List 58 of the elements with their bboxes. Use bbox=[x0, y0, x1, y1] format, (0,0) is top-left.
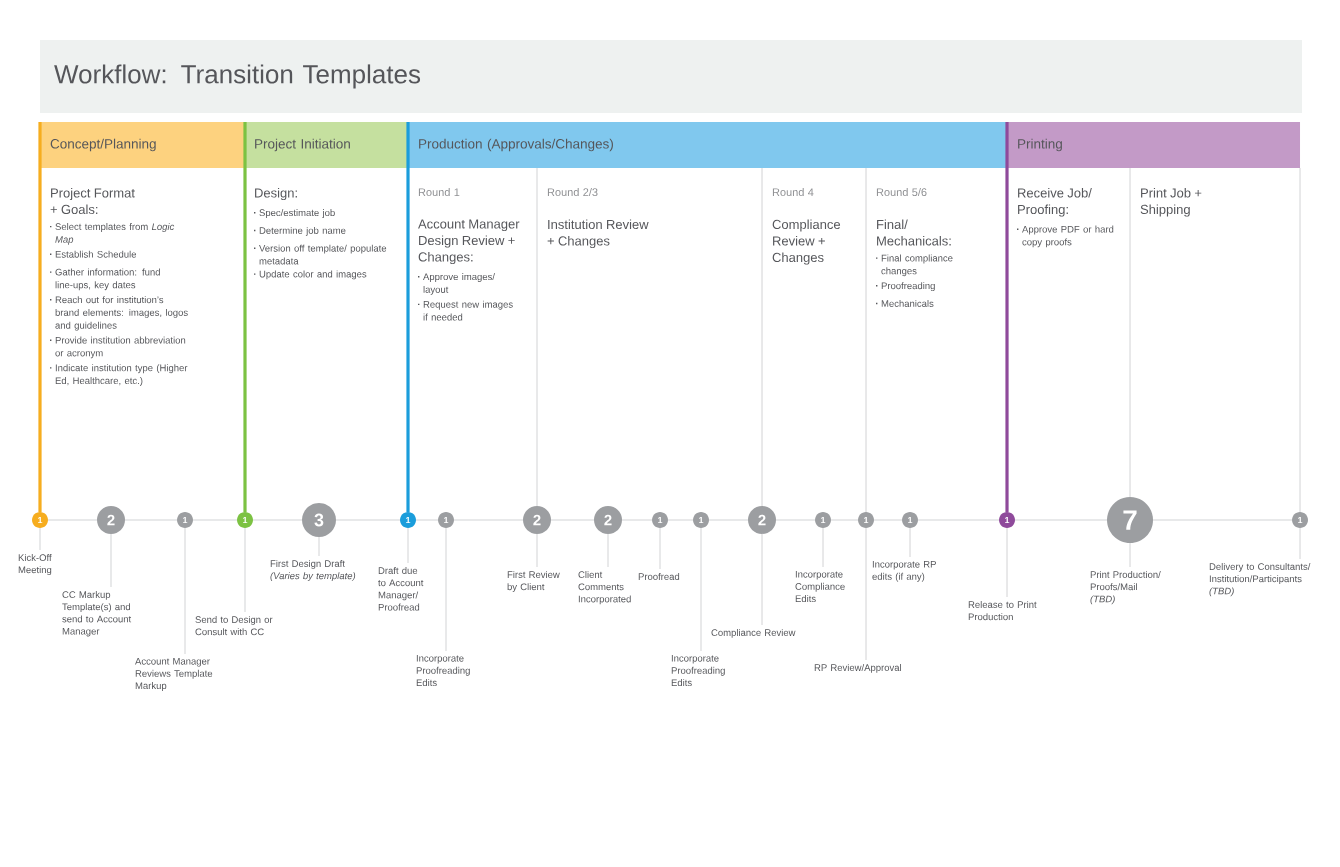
bullet-item: Select templates from Logic Map bbox=[50, 223, 175, 245]
column-heading: Final/ Mechanicals: bbox=[877, 219, 951, 246]
bullet-item: Update color and images bbox=[254, 270, 367, 280]
phase-line bbox=[38, 122, 42, 512]
milestone-caption: Draft due to Account Manager/ Proofread bbox=[378, 567, 424, 611]
milestone-caption: Release to Print Production bbox=[968, 601, 1037, 621]
phase-line bbox=[406, 122, 410, 512]
milestone-caption: Incorporate Compliance Edits bbox=[795, 571, 845, 603]
bullet-item: Provide institution abbreviation or acronym bbox=[50, 336, 186, 359]
column-heading: Project Format + Goals: bbox=[50, 188, 135, 215]
column-heading: Compliance Review + Changes bbox=[772, 219, 841, 265]
round-label: Round 1 bbox=[418, 188, 460, 197]
milestone-caption: RP Review/Approval bbox=[814, 664, 901, 673]
milestone-caption: First Review by Client bbox=[507, 571, 560, 593]
caption-note: (TBD) bbox=[1090, 595, 1115, 605]
bullet-item: Establish Schedule bbox=[50, 250, 137, 258]
round-label: Round 2/3 bbox=[547, 188, 598, 197]
milestone-caption: Proofread bbox=[638, 573, 680, 580]
milestone-caption: First Design Draft bbox=[270, 560, 345, 569]
phase-line bbox=[243, 122, 247, 512]
milestone-caption: Kick-Off Meeting bbox=[18, 554, 52, 576]
phase-header: Printing bbox=[1007, 122, 1300, 168]
phase-header: Production (Approvals/Changes) bbox=[408, 122, 1007, 168]
column-heading: Institution Review + Changes bbox=[547, 219, 649, 249]
bullet-item: Approve images/ layout bbox=[418, 273, 495, 295]
bullet-item: Indicate institution type (Higher Ed, Healthcare, etc.) bbox=[50, 364, 188, 386]
milestone-caption: Incorporate Proofreading Edits bbox=[416, 655, 470, 687]
column-heading: Design: bbox=[255, 188, 297, 201]
bullet-item: Final compliance changes bbox=[876, 254, 953, 277]
milestone-caption: Account Manager Reviews Template Markup bbox=[135, 658, 213, 691]
bullet-item: Mechanicals bbox=[876, 299, 934, 307]
bullet-item: Approve PDF or hard copy proofs bbox=[1017, 225, 1114, 248]
column-heading: Print Job + Shipping bbox=[1140, 188, 1202, 217]
milestone-caption: Send to Design or Consult with CC bbox=[195, 616, 273, 636]
phase-header: Concept/Planning bbox=[40, 122, 244, 168]
milestone-caption: Incorporate Proofreading Edits bbox=[671, 655, 725, 687]
milestone-caption: CC Markup Template(s) and send to Account Manager bbox=[62, 591, 132, 637]
bullet-item: Proofreading bbox=[876, 282, 935, 292]
phase-line bbox=[1005, 122, 1009, 512]
caption-note: (TBD) bbox=[1209, 587, 1234, 597]
milestone-caption: Compliance Review bbox=[711, 629, 796, 638]
caption-note: (Varies by template) bbox=[270, 572, 356, 582]
milestone-caption: Incorporate RP edits (if any) bbox=[872, 561, 936, 582]
bullet-item: Determine job name bbox=[254, 226, 346, 236]
milestone-caption: Client Comments Incorporated bbox=[578, 571, 631, 605]
round-label: Round 5/6 bbox=[876, 188, 927, 197]
column-heading: Receive Job/ Proofing: bbox=[1018, 188, 1092, 217]
milestone-caption: Delivery to Consultants/ Institution/Participants bbox=[1209, 563, 1311, 585]
milestone-caption: Print Production/ Proofs/Mail bbox=[1090, 571, 1161, 591]
bullet-item: Request new images if needed bbox=[418, 300, 513, 321]
bullet-item: Gather information: fund line-ups, key dates bbox=[50, 268, 160, 291]
bullet-item: Reach out for institution’s brand elements: images, logos and guidelines bbox=[50, 296, 188, 331]
title-banner: Workflow: Transition Templates bbox=[40, 40, 1302, 113]
round-label: Round 4 bbox=[772, 188, 814, 197]
bullet-item: Spec/estimate job bbox=[254, 209, 335, 218]
bullet-item: Version off template/ populate metadata bbox=[254, 244, 387, 265]
phase-header: Project Initiation bbox=[244, 122, 408, 168]
column-heading: Account Manager Design Review + Changes: bbox=[418, 219, 520, 265]
